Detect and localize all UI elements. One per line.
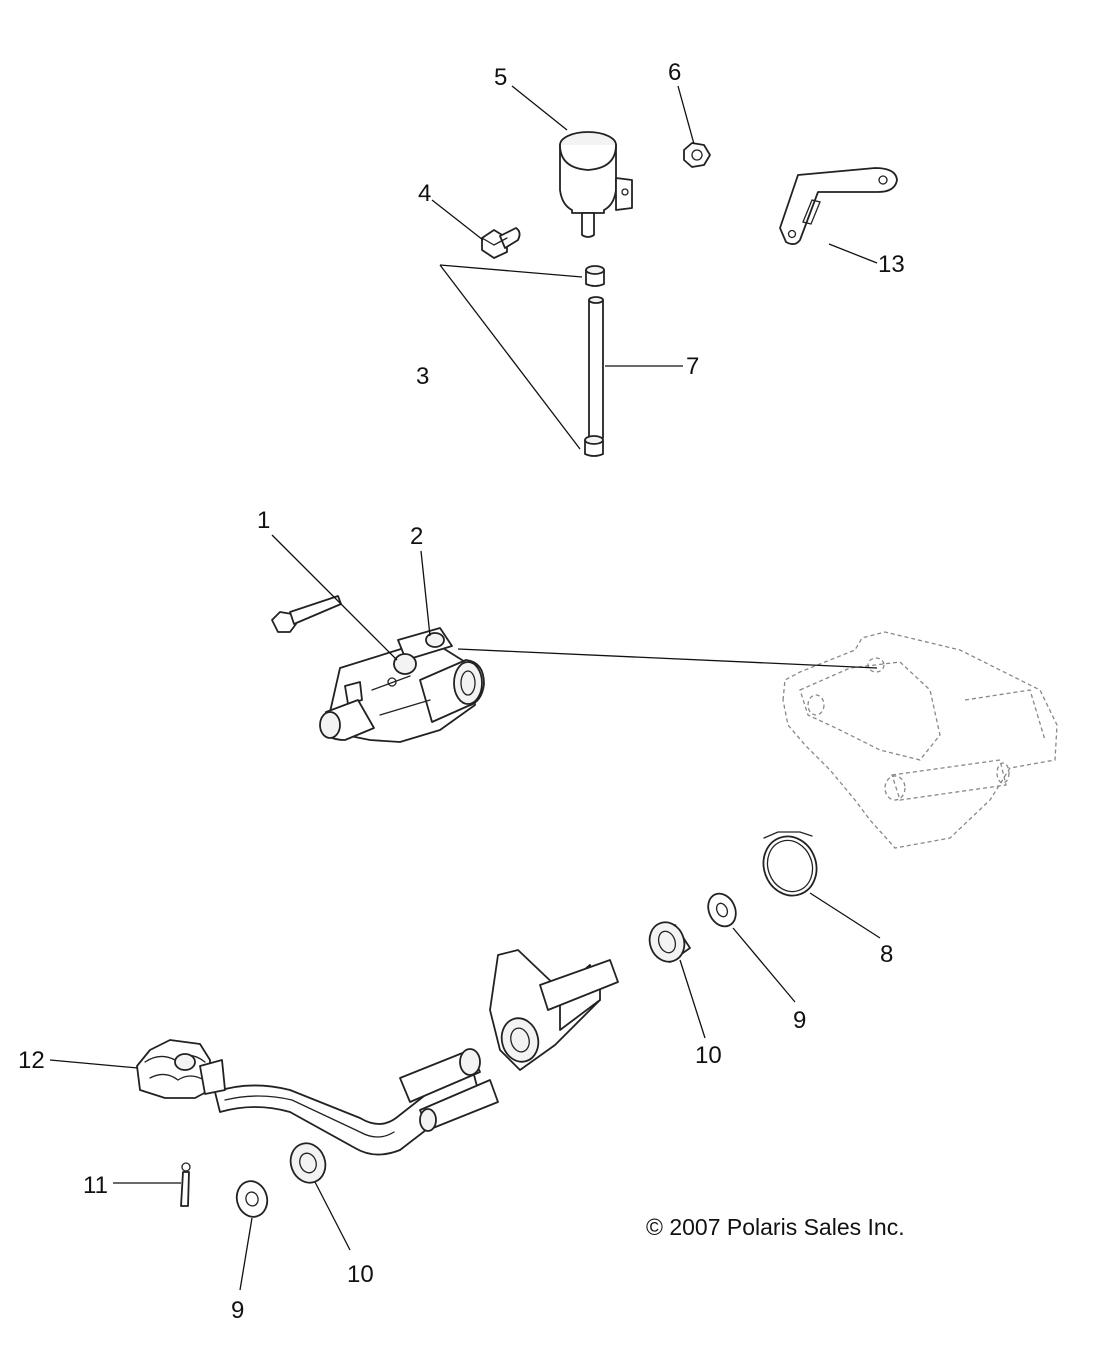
long-bolt-part	[271, 595, 342, 633]
callout-6: 6	[668, 59, 681, 86]
frame-mount-outline	[782, 631, 1058, 849]
callout-7: 7	[686, 353, 699, 380]
bushing-left	[289, 1142, 327, 1184]
callout-4: 4	[418, 180, 431, 207]
leader-lines	[49, 85, 881, 1291]
cotter-pin-part	[180, 1162, 191, 1207]
callout-12: 12	[18, 1047, 45, 1074]
hose-fitting-top	[585, 265, 605, 287]
callout-10-right: 10	[695, 1042, 722, 1069]
callout-9-left: 9	[231, 1297, 244, 1324]
callout-1: 1	[257, 507, 270, 534]
callout-3: 3	[416, 363, 429, 390]
pedal-pad-part	[136, 1039, 226, 1099]
washer-left	[235, 1180, 269, 1218]
reservoir-part	[559, 131, 633, 238]
hose-part	[588, 296, 604, 439]
copyright-notice: © 2007 Polaris Sales Inc.	[646, 1214, 905, 1240]
bracket-part	[779, 167, 898, 245]
bolt-part	[481, 227, 521, 259]
callout-2: 2	[410, 523, 423, 550]
callout-9-right: 9	[793, 1007, 806, 1034]
spring-part	[762, 831, 818, 897]
nut-part	[683, 142, 711, 168]
callout-11: 11	[83, 1172, 108, 1199]
callout-8: 8	[880, 941, 893, 968]
washer-right	[707, 892, 737, 928]
callout-13: 13	[878, 251, 905, 278]
brake-pedal-part	[214, 949, 619, 1156]
bushing-right	[648, 921, 691, 963]
callout-10-left: 10	[347, 1261, 374, 1288]
hose-fitting-bottom	[584, 435, 604, 457]
callout-5: 5	[494, 64, 507, 91]
master-cylinder-part	[319, 627, 485, 743]
callout-labels: 1 2 3 4 5 6 7 8 9 9 10 10 11 12 13	[18, 59, 905, 1324]
